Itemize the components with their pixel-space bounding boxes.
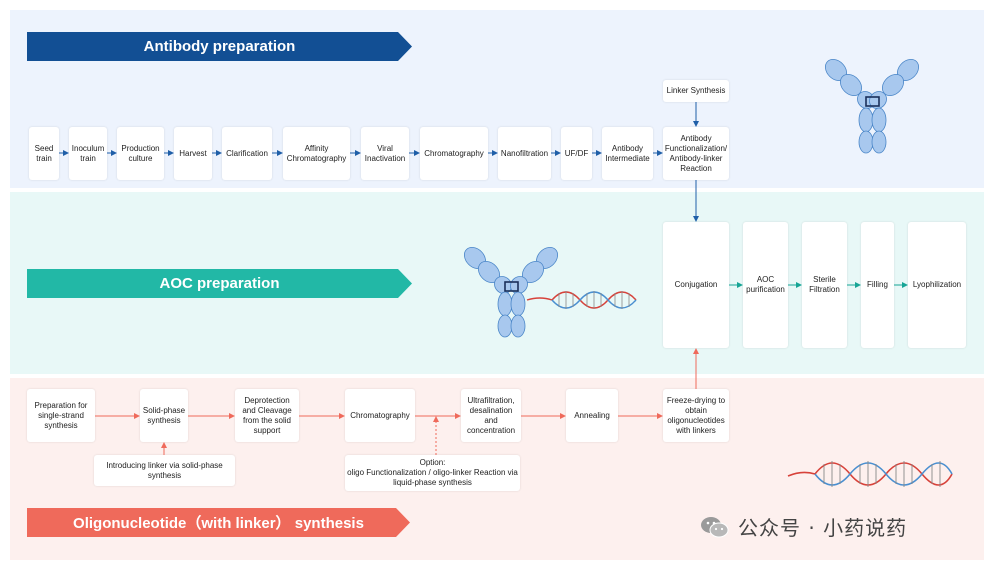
step-lyophilization: Lyophilization (908, 222, 966, 348)
linker-synthesis-box: Linker Synthesis (663, 80, 729, 102)
option-note-box: Option: oligo Functionalization / oligo-… (345, 455, 520, 491)
step-nanofiltration: Nanofiltration (498, 127, 551, 180)
step-uf-df: UF/DF (561, 127, 592, 180)
oligo-banner: Oligonucleotide（with linker） synthesis (27, 508, 410, 537)
step-antibody-functionalization: Antibody Functionalization/ Antibody-lin… (663, 127, 729, 180)
step-annealing: Annealing (566, 389, 618, 442)
linker-note-box: Introducing linker via solid-phase synth… (94, 455, 235, 486)
step-freeze-drying: Freeze-drying to obtain oligonucleotides… (663, 389, 729, 442)
step-inoculum-train: Inoculum train (69, 127, 107, 180)
wechat-icon (701, 516, 729, 537)
step-chromatography-oligo: Chromatography (345, 389, 415, 442)
step-harvest: Harvest (174, 127, 212, 180)
antibody-banner: Antibody preparation (27, 32, 412, 61)
step-aoc-purification: AOC purification (743, 222, 788, 348)
step-chromatography: Chromatography (420, 127, 488, 180)
step-antibody-intermediate: Antibody Intermediate (602, 127, 653, 180)
step-preparation-single-strand: Preparation for single-strand synthesis (27, 389, 95, 442)
step-conjugation: Conjugation (663, 222, 729, 348)
step-ultrafiltration: Ultrafiltration, desalination and concen… (461, 389, 521, 442)
step-production-culture: Production culture (117, 127, 164, 180)
antibody-icon (824, 58, 920, 154)
oligo-flow-arrows (95, 348, 699, 455)
step-affinity-chromatography: Affinity Chromatography (283, 127, 350, 180)
antibody-flow-arrows (59, 102, 699, 222)
aoc-dna-helix (526, 291, 637, 309)
step-filling: Filling (861, 222, 894, 348)
step-deprotection-cleavage: Deprotection and Cleavage from the solid… (235, 389, 299, 442)
aoc-banner: AOC preparation (27, 269, 412, 298)
watermark: 公众号 · 小药说药 (700, 512, 907, 541)
step-sterile-filtration: Sterile Filtration (802, 222, 847, 348)
watermark-text: 公众号 · 小药说药 (738, 516, 908, 540)
step-seed-train: Seed train (29, 127, 59, 180)
oligo-dna-helix (787, 461, 953, 487)
step-clarification: Clarification (222, 127, 272, 180)
step-solid-phase-synthesis: Solid-phase synthesis (140, 389, 188, 442)
step-viral-inactivation: Viral Inactivation (361, 127, 409, 180)
aoc-antibody-icon (463, 246, 559, 338)
